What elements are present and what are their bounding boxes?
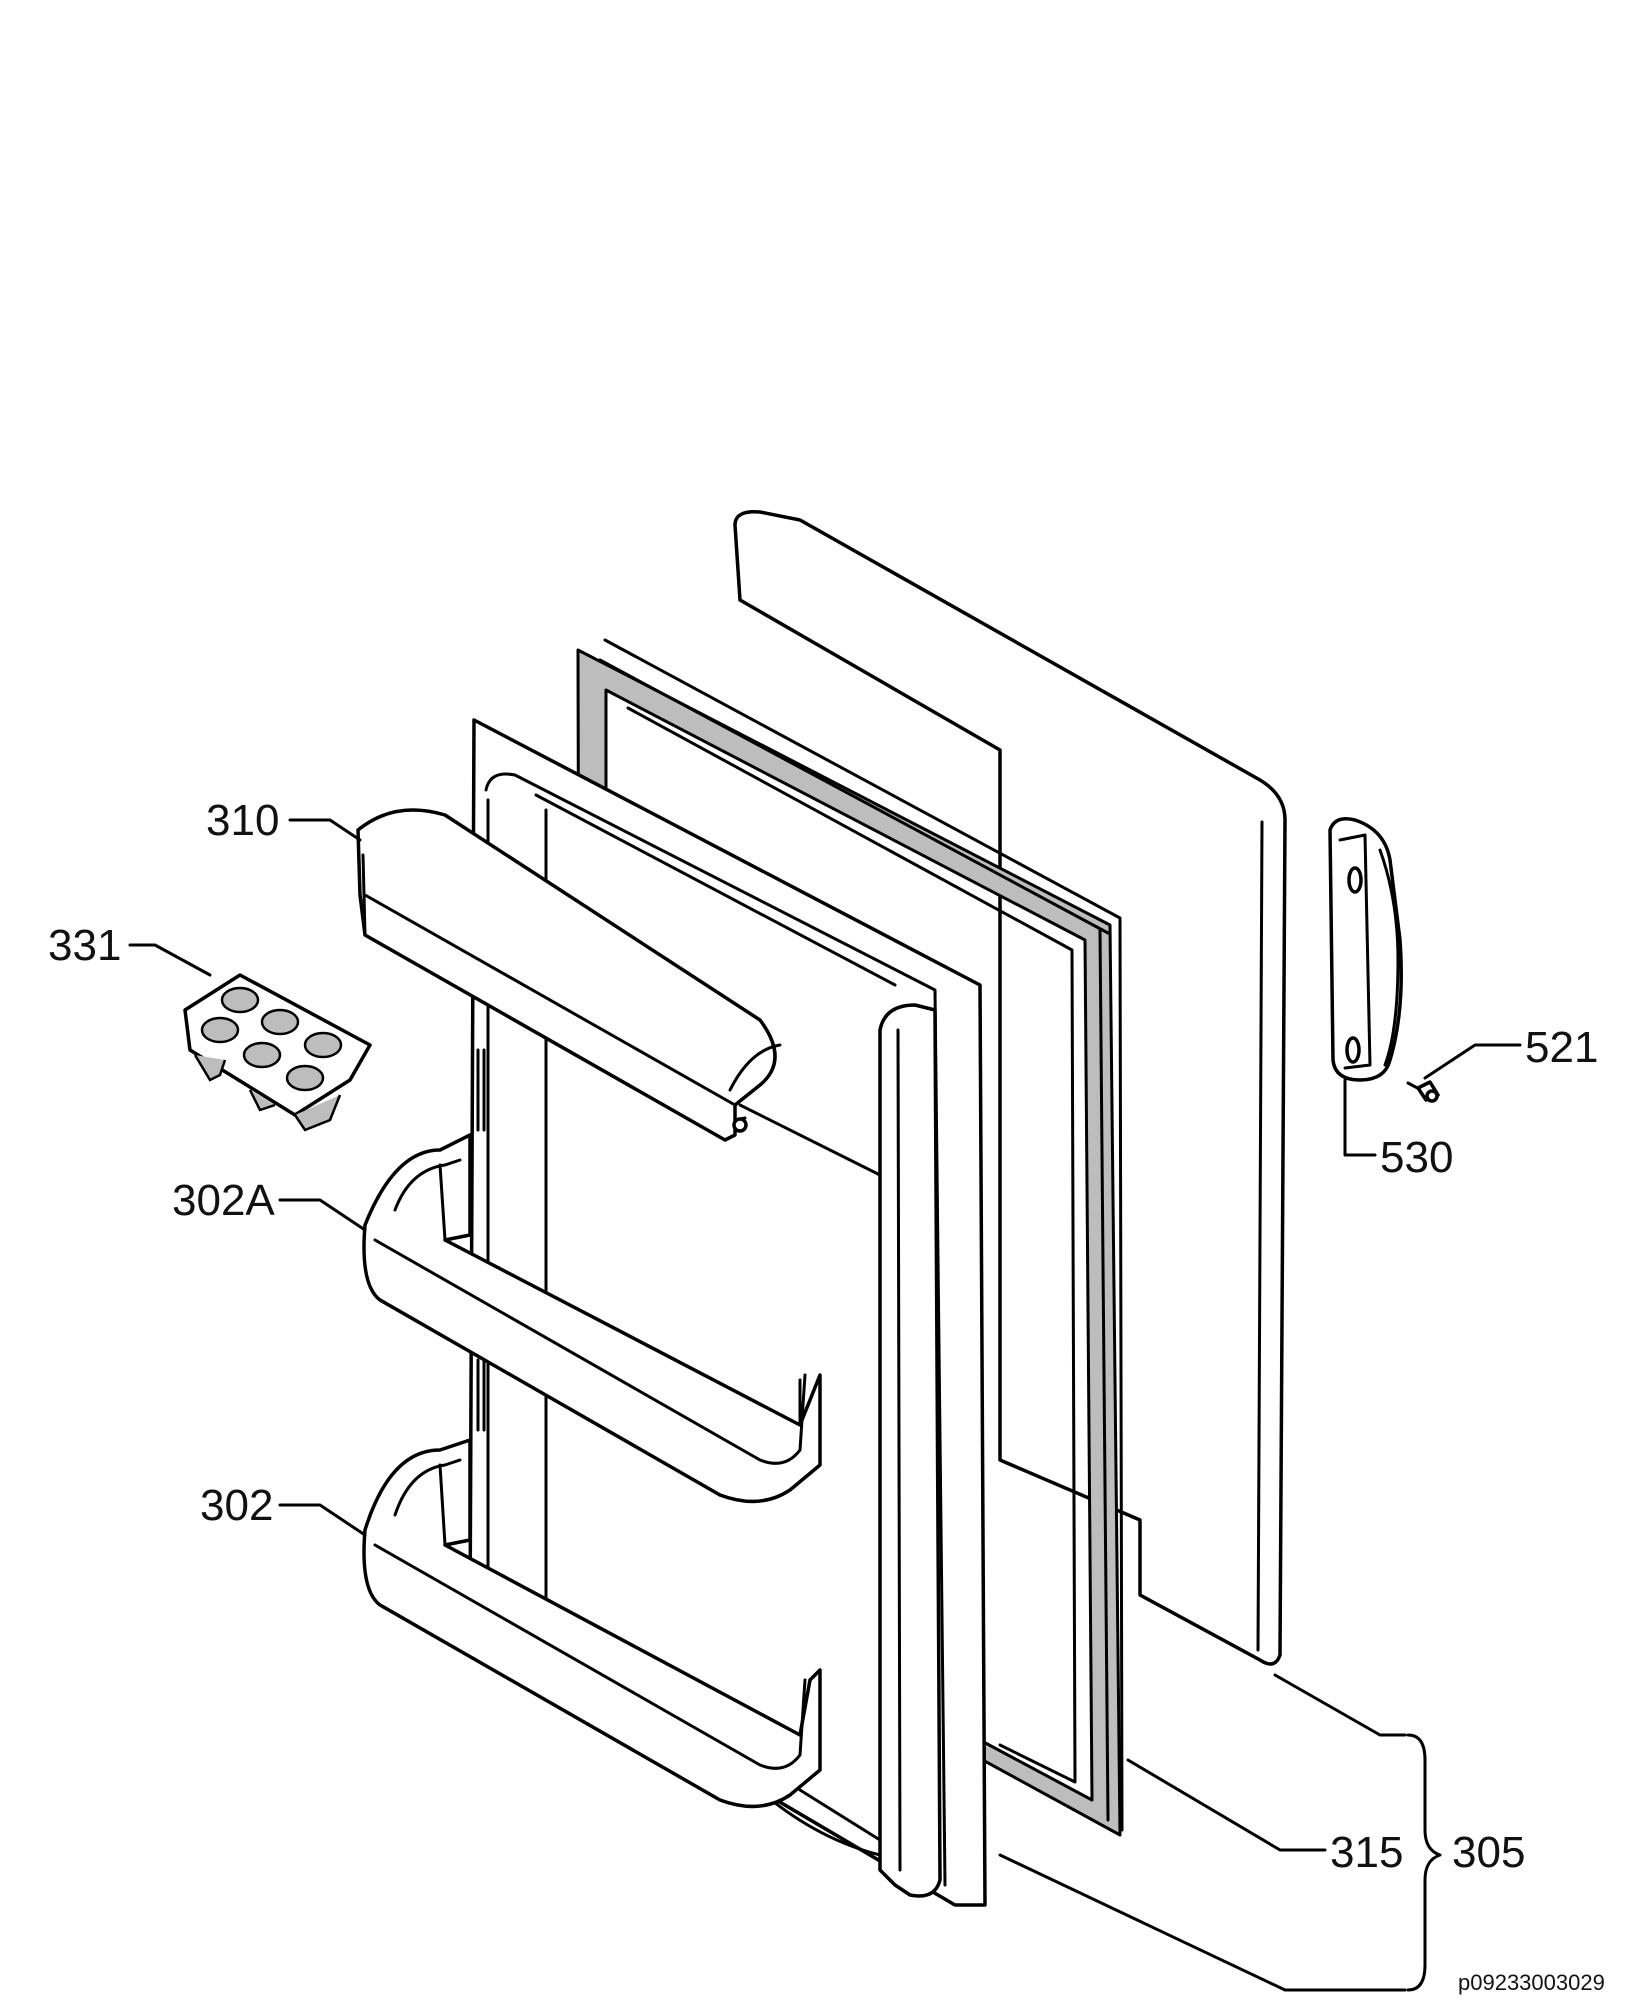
label-302: 302	[200, 1481, 273, 1530]
label-331: 331	[48, 921, 121, 970]
label-530: 530	[1380, 1133, 1453, 1182]
leader-305-top	[1273, 1673, 1407, 1737]
lower-door-shelf	[362, 1438, 822, 1809]
upper-door-shelf	[362, 1133, 822, 1504]
label-302A: 302A	[172, 1176, 275, 1225]
shelf-cover	[356, 808, 882, 1177]
drawing-reference-code: p09233003029	[1458, 1970, 1605, 1995]
label-521: 521	[1525, 1023, 1598, 1072]
leader-521	[1423, 1043, 1522, 1080]
leader-305-bottom	[998, 1853, 1407, 1992]
door-outer-panel	[733, 510, 1287, 1666]
leader-315	[1126, 1758, 1327, 1852]
label-315: 315	[1330, 1828, 1403, 1877]
leader-530	[1343, 1078, 1377, 1157]
leader-lines	[128, 818, 1522, 1992]
brace-305	[1406, 1733, 1442, 1992]
leader-310	[288, 818, 362, 842]
label-310: 310	[206, 796, 279, 845]
leader-331	[128, 943, 212, 977]
leader-302A	[278, 1198, 367, 1232]
screw	[1406, 1080, 1440, 1103]
leader-302	[278, 1503, 367, 1537]
door-gasket	[576, 638, 1124, 1837]
door-handle	[1328, 817, 1403, 1082]
egg-tray	[183, 973, 372, 1132]
label-305: 305	[1452, 1828, 1525, 1877]
